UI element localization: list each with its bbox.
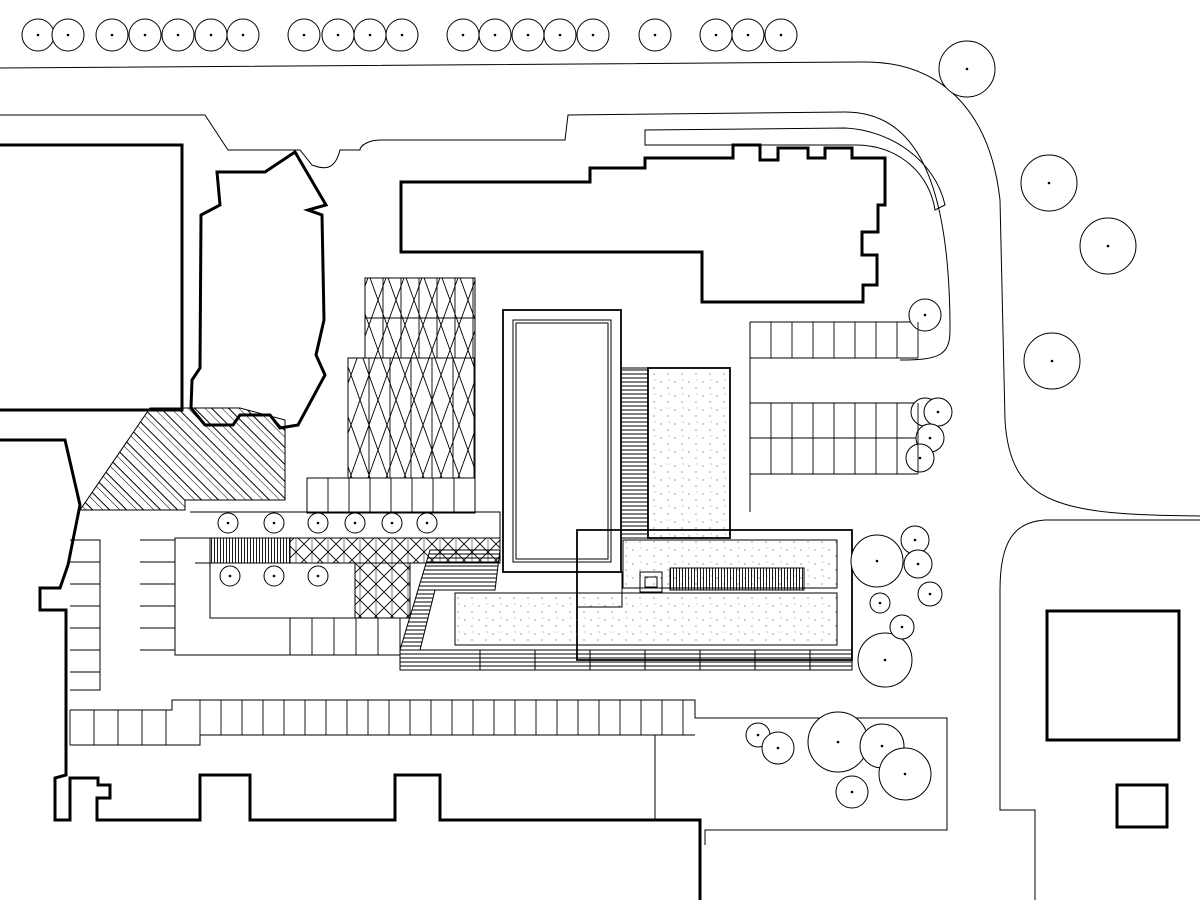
lattice-courtyard — [306, 277, 476, 514]
tree-trunk-dot — [228, 574, 232, 578]
tree-trunk-dot — [241, 33, 245, 37]
tree-trunk-dot — [1047, 181, 1051, 185]
tree-trunk-dot — [916, 562, 920, 566]
tree-trunk-dot — [1050, 359, 1054, 363]
building-southwest — [0, 438, 702, 900]
tree-trunk-dot — [836, 740, 840, 744]
tree-trunk-dot — [928, 592, 932, 596]
low-block — [399, 529, 853, 671]
tree-trunk-dot — [316, 521, 320, 525]
roads — [0, 61, 1200, 900]
building-east — [1045, 609, 1181, 829]
tree-trunk-dot — [176, 33, 180, 37]
tree-trunk-dot — [400, 33, 404, 37]
tree-trunk-dot — [272, 574, 276, 578]
tree-trunk-dot — [653, 33, 657, 37]
tree-trunk-dot — [928, 436, 932, 440]
tree-trunk-dot — [425, 521, 429, 525]
tree-trunk-dot — [714, 33, 718, 37]
tree-trunk-dot — [390, 521, 394, 525]
tree-trunk-dot — [591, 33, 595, 37]
hatched-paving — [79, 407, 286, 511]
tree-trunk-dot — [368, 33, 372, 37]
tree-trunk-dot — [272, 521, 276, 525]
road-inner-edge — [0, 111, 951, 361]
tree-trunk-dot — [883, 658, 887, 662]
tree-trunk-dot — [965, 67, 969, 71]
tree-trunk-dot — [878, 601, 882, 605]
tree-trunk-dot — [558, 33, 562, 37]
tree-trunk-dot — [526, 33, 530, 37]
tree-trunk-dot — [923, 313, 927, 317]
trees — [21, 18, 1137, 809]
tree-trunk-dot — [143, 33, 147, 37]
tree-trunk-dot — [779, 33, 783, 37]
tree-trunk-dot — [302, 33, 306, 37]
tree-trunk-dot — [316, 574, 320, 578]
tree-trunk-dot — [353, 521, 357, 525]
tree-trunk-dot — [880, 744, 884, 748]
parking-stalls — [69, 277, 919, 745]
building-irregular — [189, 149, 329, 430]
building-north — [399, 143, 887, 304]
road-east-branch — [999, 519, 1200, 900]
tree-trunk-dot — [746, 33, 750, 37]
tree-trunk-dot — [918, 456, 922, 460]
tree-trunk-dot — [776, 746, 780, 750]
tree-trunk-dot — [36, 33, 40, 37]
road-inner-return — [644, 127, 946, 211]
tree-trunk-dot — [493, 33, 497, 37]
building-west — [0, 143, 184, 412]
tree-trunk-dot — [209, 33, 213, 37]
tower — [502, 309, 731, 573]
tree-trunk-dot — [875, 559, 879, 563]
tree-trunk-dot — [66, 33, 70, 37]
tree-trunk-dot — [936, 410, 940, 414]
tree-trunk-dot — [756, 733, 760, 737]
tree-trunk-dot — [226, 521, 230, 525]
tree-trunk-dot — [461, 33, 465, 37]
tree-trunk-dot — [903, 772, 907, 776]
tree-trunk-dot — [110, 33, 114, 37]
tree-trunk-dot — [913, 538, 917, 542]
tree-trunk-dot — [336, 33, 340, 37]
tree-trunk-dot — [1106, 244, 1110, 248]
parking-south — [70, 699, 948, 845]
tree-trunk-dot — [850, 790, 854, 794]
road-north-edge — [0, 61, 1200, 517]
tree-trunk-dot — [900, 625, 904, 629]
